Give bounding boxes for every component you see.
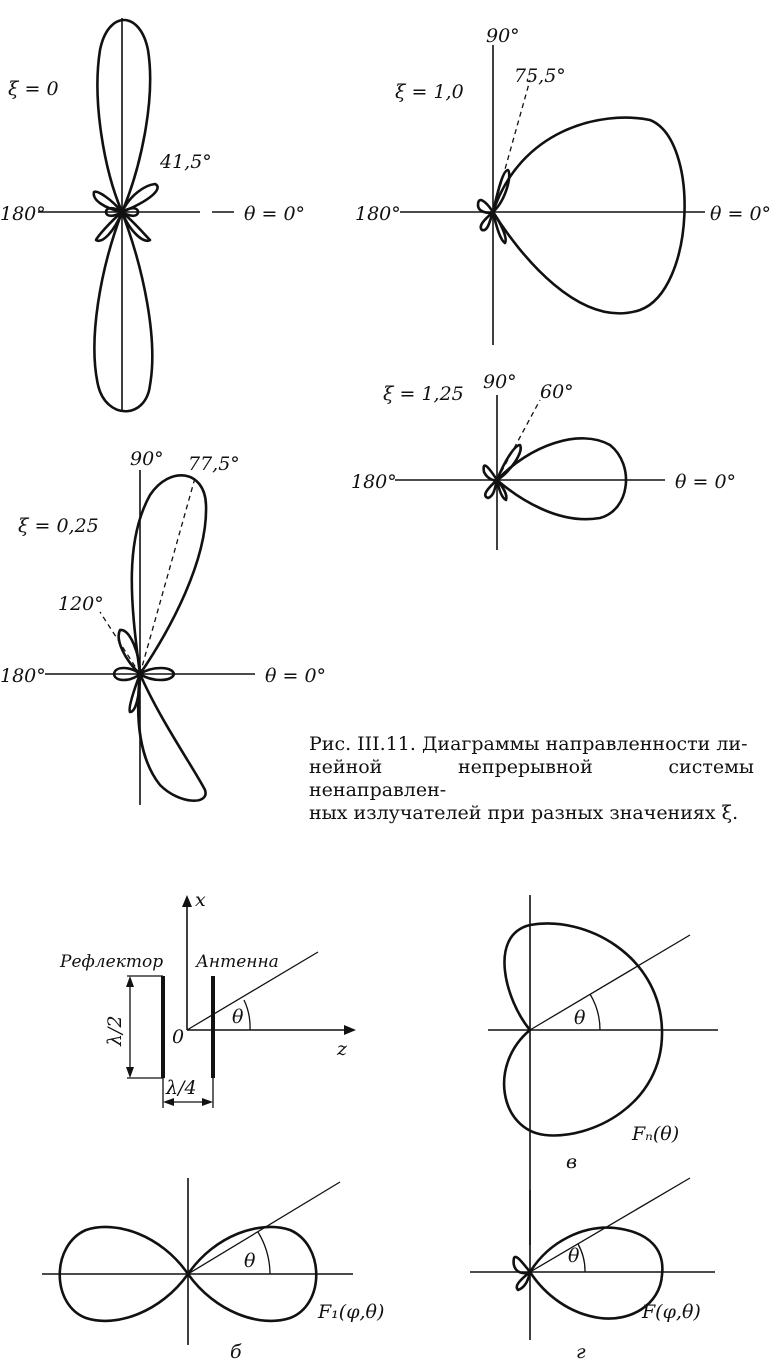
- angle-0-label: θ = 0°: [675, 471, 736, 493]
- angle-90-label: 90°: [483, 371, 517, 393]
- lobe-angle-label: 41,5°: [159, 151, 212, 173]
- angle-180-label: 180°: [0, 203, 46, 225]
- right-lobe: [186, 1225, 318, 1323]
- lower-main-lobe: [136, 672, 207, 802]
- panel-geometry: Рефлектор Антенна x z 0 θ λ/2 λ/4: [59, 889, 356, 1108]
- lower-main-lobe: [93, 210, 154, 413]
- z-axis-label: z: [336, 1038, 348, 1060]
- xi-label: ξ = 1,0: [395, 81, 464, 103]
- angle-180-label: 180°: [355, 203, 401, 225]
- panel-b: θ F₁(φ,θ) б: [42, 1178, 384, 1363]
- origin-label: 0: [172, 1026, 184, 1048]
- dim-arrow-left-icon: [163, 1098, 174, 1106]
- caption-line: ных излучателей при разных значениях ξ.: [309, 802, 739, 824]
- side-lobe-lr: [120, 210, 152, 243]
- upper-main-lobe: [130, 474, 208, 676]
- angle-180-label: 180°: [0, 665, 46, 687]
- cardioid: [502, 922, 664, 1137]
- panel-letter: г: [576, 1341, 586, 1363]
- xi-label: ξ = 0,25: [18, 515, 99, 537]
- main-lobe: [495, 437, 628, 521]
- theta-arc: [577, 1243, 586, 1273]
- angle-0-label: θ = 0°: [244, 203, 305, 225]
- theta-label: θ: [232, 1006, 244, 1028]
- panel-xi-0: ξ = 0 41,5° 180° θ = 0°: [0, 18, 305, 413]
- panel-letter: в: [566, 1151, 577, 1173]
- figure-caption: Рис. III.11. Диаграммы направленности ли…: [309, 733, 754, 825]
- function-label: F(φ,θ): [641, 1301, 701, 1323]
- angle-90-label: 90°: [486, 25, 520, 47]
- angle-0-label: θ = 0°: [265, 665, 326, 687]
- theta-ray: [529, 1177, 691, 1273]
- panel-g: θ F(φ,θ) г: [470, 1177, 715, 1363]
- lobe-angle-main-label: 77,5°: [188, 453, 240, 475]
- spacing-v-label: λ/2: [104, 1015, 126, 1047]
- function-label: F₁(φ,θ): [317, 1301, 384, 1323]
- main-lobe-dash: [139, 477, 196, 675]
- panel-xi-0-25: ξ = 0,25 90° 77,5° 120° 180° θ = 0°: [0, 448, 326, 805]
- xi-label: ξ = 1,25: [383, 383, 464, 405]
- angle-0-label: θ = 0°: [710, 203, 771, 225]
- dim-arrow-right-icon: [202, 1098, 213, 1106]
- left-lobe: [58, 1225, 190, 1323]
- side-lobe-ll: [94, 210, 124, 243]
- theta-label: θ: [568, 1245, 580, 1267]
- spacing-h-label: λ/4: [165, 1077, 197, 1099]
- lobe-direction-dash: [496, 399, 541, 481]
- dim-arrow-down-icon: [126, 1067, 134, 1078]
- panel-letter: б: [230, 1341, 242, 1363]
- panel-xi-1-25: ξ = 1,25 90° 60° 180° θ = 0°: [351, 371, 736, 550]
- lobe-angle-label: 60°: [540, 381, 574, 403]
- theta-label: θ: [244, 1250, 256, 1272]
- upper-side-lobe: [491, 168, 511, 214]
- xi-label: ξ = 0: [8, 78, 59, 100]
- theta-arc: [589, 993, 601, 1031]
- theta-ray: [529, 934, 691, 1031]
- lower-side-lobe: [491, 210, 507, 245]
- lobe-angle-back-label: 120°: [58, 593, 104, 615]
- x-axis-label: x: [195, 889, 206, 911]
- dim-arrow-up-icon: [126, 976, 134, 987]
- theta-arc: [243, 999, 251, 1031]
- z-arrow-icon: [344, 1025, 356, 1035]
- upper-side-lobe: [495, 443, 522, 482]
- x-arrow-icon: [182, 895, 192, 907]
- small-lobe-l: [104, 206, 124, 218]
- theta-label: θ: [574, 1007, 586, 1029]
- angle-90-label: 90°: [130, 448, 164, 470]
- theta-arc: [257, 1231, 271, 1275]
- lower-side-lobe: [495, 478, 508, 502]
- lower-side-lobe: [128, 672, 142, 714]
- theta-ray: [186, 951, 319, 1031]
- reflector-label: Рефлектор: [59, 952, 163, 972]
- main-lobe: [491, 116, 686, 315]
- panel-v: θ Fₙ(θ) в: [488, 895, 718, 1245]
- antenna-label: Антенна: [195, 952, 279, 972]
- small-lobe-r: [120, 206, 140, 218]
- upper-main-lobe: [96, 18, 152, 214]
- angle-180-label: 180°: [351, 471, 397, 493]
- caption-line: нейной непрерывной системы ненаправлен-: [309, 756, 754, 801]
- lobe-angle-label: 75,5°: [514, 65, 566, 87]
- caption-line: Рис. III.11. Диаграммы направленности ли…: [309, 733, 748, 755]
- back-lobes: [482, 464, 499, 500]
- back-lobe: [512, 1255, 532, 1292]
- main-lobe: [528, 1226, 664, 1320]
- function-label: Fₙ(θ): [631, 1123, 679, 1145]
- side-lobe-ur: [120, 182, 159, 214]
- back-lobe: [117, 628, 142, 676]
- back-lobes: [476, 198, 495, 232]
- panel-xi-1: ξ = 1,0 90° 75,5° 180° θ = 0°: [355, 25, 771, 345]
